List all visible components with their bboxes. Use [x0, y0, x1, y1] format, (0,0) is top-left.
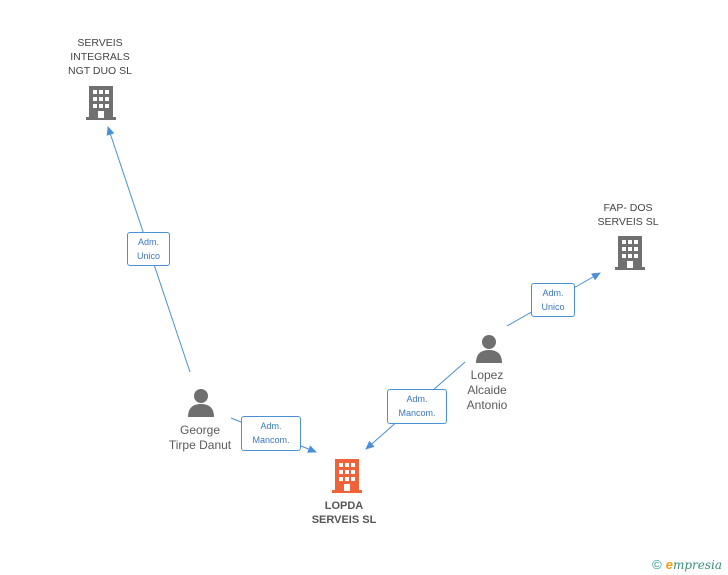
building-icon[interactable]: [614, 236, 646, 270]
empresia-logo-e: e: [665, 557, 673, 572]
edge-label-adm-unico: Adm. Unico: [127, 232, 170, 266]
person-label-george: George Tirpe Danut: [168, 423, 232, 452]
building-icon[interactable]: [331, 459, 363, 493]
company-label-lopda: LOPDA SERVEIS SL: [311, 500, 377, 526]
company-label-fap-dos: FAP- DOS SERVEIS SL: [597, 202, 659, 228]
copyright-symbol: ©: [652, 557, 662, 572]
company-label-serveis-integrals: SERVEIS INTEGRALS NGT DUO SL: [68, 37, 132, 77]
edge-label-adm-mancom: Adm. Mancom.: [241, 416, 301, 451]
person-icon[interactable]: [186, 387, 216, 417]
brand-footer: ©empresia: [652, 557, 722, 572]
person-label-lopez: Lopez Alcaide Antonio: [466, 368, 508, 412]
edge-label-adm-mancom: Adm. Mancom.: [387, 389, 447, 424]
building-icon[interactable]: [85, 86, 117, 120]
person-icon[interactable]: [474, 333, 504, 363]
edge-label-adm-unico: Adm. Unico: [531, 283, 575, 317]
empresia-logo-text: mpresia: [672, 558, 722, 572]
